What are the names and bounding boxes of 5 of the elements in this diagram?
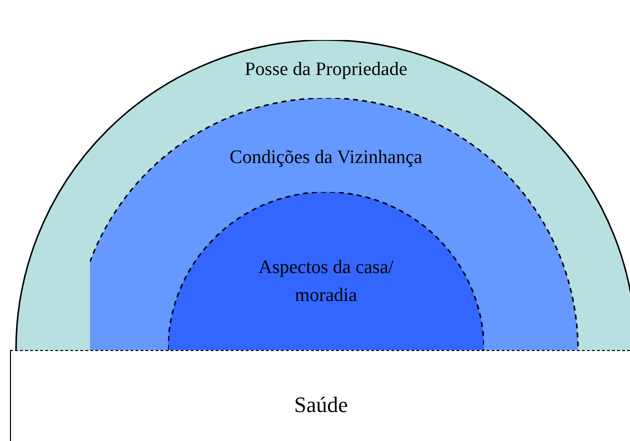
region-label: Condições da Vizinhança bbox=[228, 146, 424, 170]
health-region bbox=[10, 350, 630, 441]
region-label: Posse da Propriedade bbox=[244, 58, 408, 82]
region-label: Aspectos da casa/ moradia bbox=[257, 256, 395, 308]
region-label: Saúde bbox=[293, 391, 349, 419]
